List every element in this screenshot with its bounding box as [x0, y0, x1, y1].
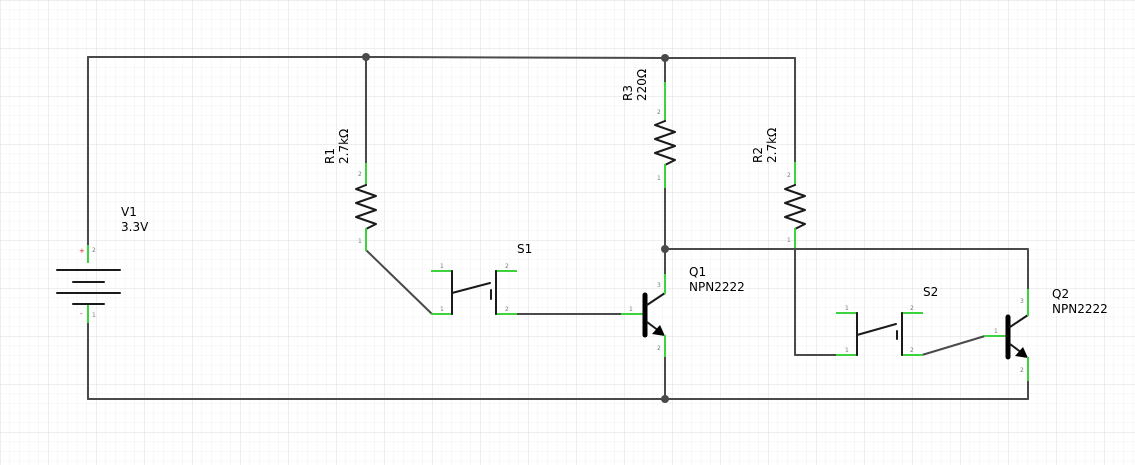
- resistor-r1[interactable]: 2 1 R1 2.7kΩ: [323, 129, 377, 251]
- pin-number: 1: [440, 263, 444, 270]
- pin-number: 2: [92, 247, 96, 254]
- battery-v1[interactable]: + 2 - 1 V1 3.3V: [56, 205, 149, 323]
- component-value: 3.3V: [121, 220, 149, 234]
- junctions: [362, 53, 669, 403]
- junction-dot: [661, 395, 669, 403]
- transistor-collector: [1009, 314, 1029, 328]
- component-ref: Q2: [1052, 287, 1069, 301]
- component-ref: R3: [621, 85, 635, 101]
- emitter-arrow: [1015, 347, 1028, 358]
- resistor-zigzag: [784, 184, 806, 230]
- component-value: NPN2222: [689, 280, 745, 294]
- component-value: NPN2222: [1052, 302, 1108, 316]
- polarity-plus: +: [79, 247, 85, 255]
- emitter-arrow: [652, 325, 665, 336]
- wire-collector-node[interactable]: [664, 248, 1029, 291]
- pin-number: 3: [1020, 298, 1024, 305]
- transistor-q2[interactable]: 3 1 2 Q2 NPN2222: [984, 287, 1108, 381]
- component-ref: Q1: [689, 265, 706, 279]
- component-ref: R1: [323, 148, 337, 164]
- component-ref: S1: [517, 242, 532, 256]
- pin-number: 2: [657, 109, 661, 116]
- pin-number: 1: [845, 347, 849, 354]
- pin-number: 1: [92, 312, 96, 319]
- pin-number: 1: [440, 306, 444, 313]
- component-value: 220Ω: [635, 69, 649, 101]
- component-ref: R2: [751, 147, 765, 163]
- resistor-r2[interactable]: 2 1 R2 2.7kΩ: [751, 128, 806, 248]
- pin-number: 2: [358, 171, 362, 178]
- resistor-zigzag: [355, 184, 377, 230]
- pin-number: 2: [910, 305, 914, 312]
- pin-number: 1: [629, 306, 633, 313]
- junction-dot: [362, 53, 370, 61]
- pushbutton-s1[interactable]: 1 1 2 2 S1: [431, 242, 532, 315]
- polarity-minus: -: [80, 310, 83, 318]
- pin-number: 1: [845, 305, 849, 312]
- component-value: 2.7kΩ: [765, 128, 779, 163]
- component-ref: V1: [121, 205, 137, 219]
- pin-number: 3: [657, 282, 661, 289]
- resistor-r3[interactable]: 2 1 R3 220Ω: [621, 69, 676, 188]
- pin-number: 1: [787, 237, 791, 244]
- transistor-collector: [646, 292, 666, 306]
- pushbutton-s2[interactable]: 1 1 2 2 S2: [836, 285, 938, 356]
- wire-s2-to-q2-base[interactable]: [921, 335, 986, 356]
- wires: [87, 56, 1029, 400]
- pin-number: 1: [358, 238, 362, 245]
- pin-number: 2: [1020, 367, 1024, 374]
- junction-dot: [661, 245, 669, 253]
- wire-r2-to-s2[interactable]: [794, 246, 838, 356]
- switch-actuator: [451, 282, 491, 294]
- pin-number: 2: [910, 347, 914, 354]
- component-value: 2.7kΩ: [337, 129, 351, 164]
- junction-dot: [661, 54, 669, 62]
- component-ref: S2: [923, 285, 938, 299]
- pin-number: 2: [505, 306, 509, 313]
- pin-number: 2: [787, 172, 791, 179]
- pin-number: 1: [994, 328, 998, 335]
- pin-number: 2: [505, 263, 509, 270]
- pin-number: 1: [657, 175, 661, 182]
- wire-top-rail[interactable]: [87, 56, 796, 59]
- transistor-q1[interactable]: 3 1 2 Q1 NPN2222: [621, 265, 745, 357]
- pin-number: 2: [657, 345, 661, 352]
- resistor-zigzag: [654, 120, 676, 166]
- wire-r1-to-s1[interactable]: [365, 249, 433, 315]
- switch-actuator: [856, 323, 897, 336]
